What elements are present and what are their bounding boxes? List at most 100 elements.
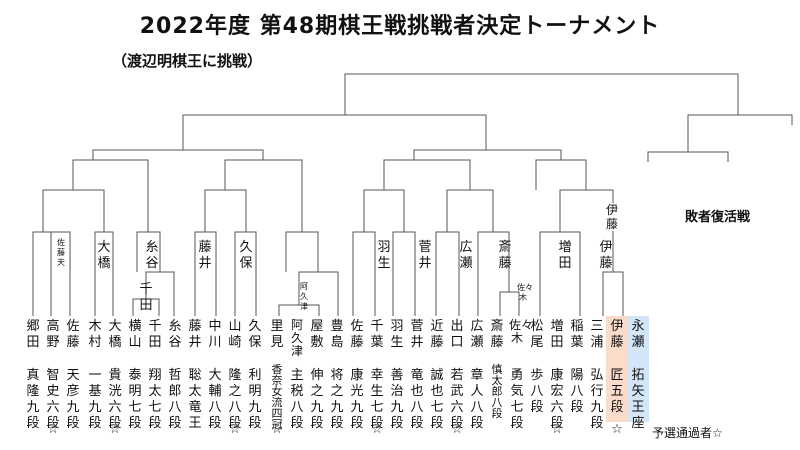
player-surname: 斎藤 bbox=[490, 319, 504, 350]
bracket-line bbox=[413, 149, 562, 160]
winner-label-sasaki: 佐々木 bbox=[517, 283, 533, 302]
player-surname: 出口 bbox=[450, 319, 464, 350]
player-given-name-rank: 香奈女流四冠 bbox=[271, 363, 283, 431]
player-given-name-rank: 主税八段 bbox=[290, 368, 304, 431]
bracket-line bbox=[647, 151, 729, 162]
player-given-name-rank: 一基九段 bbox=[88, 368, 102, 431]
qualifier-star: ☆ bbox=[271, 422, 283, 437]
winner-label-sato-amahiko: 佐藤天 bbox=[57, 238, 65, 267]
player-surname: 三浦 bbox=[590, 319, 604, 350]
player-column: 木村一基九段 bbox=[84, 316, 106, 431]
player-surname: 千葉 bbox=[370, 319, 384, 350]
bracket-line bbox=[392, 231, 416, 316]
bracket-line bbox=[344, 73, 739, 115]
player-surname: 大橋 bbox=[108, 319, 122, 350]
bracket-line bbox=[42, 189, 105, 232]
bracket-line bbox=[383, 159, 471, 190]
player-column: 斎藤慎太郎八段 bbox=[486, 316, 508, 422]
player-column: 佐藤康光九段 bbox=[346, 316, 368, 431]
winner-label-habu: 羽生 bbox=[377, 240, 391, 271]
player-surname: 広瀬 bbox=[470, 319, 484, 350]
player-surname: 佐藤 bbox=[66, 319, 80, 350]
winner-label-kubo: 久保 bbox=[239, 240, 253, 271]
player-given-name-rank: 智史六段 bbox=[46, 368, 60, 431]
player-surname: 松尾 bbox=[530, 319, 544, 350]
player-given-name-rank: 誠也七段 bbox=[430, 368, 444, 431]
player-surname: 豊島 bbox=[330, 319, 344, 350]
bracket-line bbox=[602, 271, 624, 316]
player-given-name-rank: 貴洸六段 bbox=[108, 368, 122, 431]
qualifier-star: ☆ bbox=[109, 422, 121, 437]
player-surname: 稲葉 bbox=[570, 319, 584, 350]
player-surname: 高野 bbox=[46, 319, 60, 350]
player-given-name-rank: 若武六段 bbox=[450, 368, 464, 431]
winner-label-itodani: 糸谷 bbox=[145, 240, 159, 271]
player-surname: 永瀬 bbox=[631, 319, 645, 350]
player-given-name-rank: 聡太竜王 bbox=[188, 368, 202, 431]
player-given-name-rank: 幸生七段 bbox=[370, 368, 384, 431]
winner-label-chida: 千田 bbox=[139, 282, 153, 313]
player-column: 伊藤匠五段 bbox=[606, 316, 628, 422]
player-column: 糸谷哲郎八段 bbox=[164, 316, 186, 431]
page-subtitle: （渡辺明棋王に挑戦） bbox=[112, 52, 263, 70]
player-column: 山崎隆之八段 bbox=[224, 316, 246, 431]
player-column: 永瀬拓矢王座 bbox=[627, 316, 649, 431]
bracket-line bbox=[352, 231, 376, 316]
player-column: 稲葉陽八段 bbox=[566, 316, 588, 422]
player-surname: 阿久津 bbox=[290, 318, 303, 358]
winner-label-masuda: 増田 bbox=[558, 240, 572, 271]
player-given-name-rank: 翔太七段 bbox=[148, 368, 162, 431]
bracket-line bbox=[363, 189, 405, 232]
player-column: 阿久津主税八段 bbox=[286, 316, 308, 432]
player-column: 大橋貴洸六段 bbox=[104, 316, 126, 431]
player-given-name-rank: 歩八段 bbox=[530, 368, 544, 415]
player-given-name-rank: 伸之九段 bbox=[310, 368, 324, 431]
player-column: 豊島将之九段 bbox=[326, 316, 348, 431]
player-given-name-rank: 真隆九段 bbox=[26, 368, 40, 431]
loser-bracket-label: 敗者復活戦 bbox=[685, 210, 751, 225]
player-surname: 木村 bbox=[88, 319, 102, 350]
player-given-name-rank: 大輔八段 bbox=[208, 368, 222, 431]
player-column: 千葉幸生七段 bbox=[366, 316, 388, 431]
qualifier-star: ☆ bbox=[47, 422, 59, 437]
player-given-name-rank: 康光九段 bbox=[350, 368, 364, 431]
player-surname: 伊藤 bbox=[610, 319, 624, 350]
player-column: 藤井聡太竜王 bbox=[184, 316, 206, 431]
bracket-line bbox=[72, 159, 149, 232]
player-surname: 久保 bbox=[248, 319, 262, 350]
winner-label-hirose: 広瀬 bbox=[459, 240, 473, 271]
player-given-name-rank: 章人八段 bbox=[470, 368, 484, 431]
player-column: 広瀬章人八段 bbox=[466, 316, 488, 431]
player-column: 屋敷伸之九段 bbox=[306, 316, 328, 431]
player-given-name-rank: 隆之八段 bbox=[228, 368, 242, 431]
player-column: 佐藤天彦九段 bbox=[62, 316, 84, 431]
player-column: 松尾歩八段 bbox=[526, 316, 548, 422]
bracket-line bbox=[32, 231, 60, 316]
winner-label-akutsu: 阿久津 bbox=[300, 282, 308, 311]
player-surname: 山崎 bbox=[228, 319, 242, 350]
player-column: 郷田真隆九段 bbox=[22, 316, 44, 431]
player-column: 近藤誠也七段 bbox=[426, 316, 448, 431]
player-given-name-rank: 竜也八段 bbox=[410, 368, 424, 431]
qualifier-star: ☆ bbox=[371, 422, 383, 437]
player-column: 千田翔太七段 bbox=[144, 316, 166, 431]
player-column: 高野智史六段 bbox=[42, 316, 64, 431]
player-given-name-rank: 康宏六段 bbox=[550, 368, 564, 431]
bracket-line bbox=[204, 189, 247, 232]
player-surname: 近藤 bbox=[430, 319, 444, 350]
player-surname: 藤井 bbox=[188, 319, 202, 350]
bracket-line bbox=[50, 231, 71, 316]
player-given-name-rank: 弘行九段 bbox=[590, 368, 604, 431]
winner-label-ohashi: 大橋 bbox=[97, 240, 111, 271]
player-column: 出口若武六段 bbox=[446, 316, 468, 431]
player-column: 増田康宏六段 bbox=[546, 316, 568, 431]
bracket-line bbox=[285, 231, 319, 272]
player-surname: 里見 bbox=[270, 319, 284, 350]
bracket-line bbox=[535, 159, 587, 190]
winner-label-saito: 斎藤 bbox=[498, 240, 512, 271]
player-column: 横山泰明七段 bbox=[124, 316, 146, 431]
page-title: 2022年度 第48期棋王戦挑戦者決定トーナメント bbox=[139, 14, 661, 39]
qualifier-star: ☆ bbox=[551, 422, 563, 437]
qualifier-note: 予選通過者☆ bbox=[652, 426, 723, 440]
